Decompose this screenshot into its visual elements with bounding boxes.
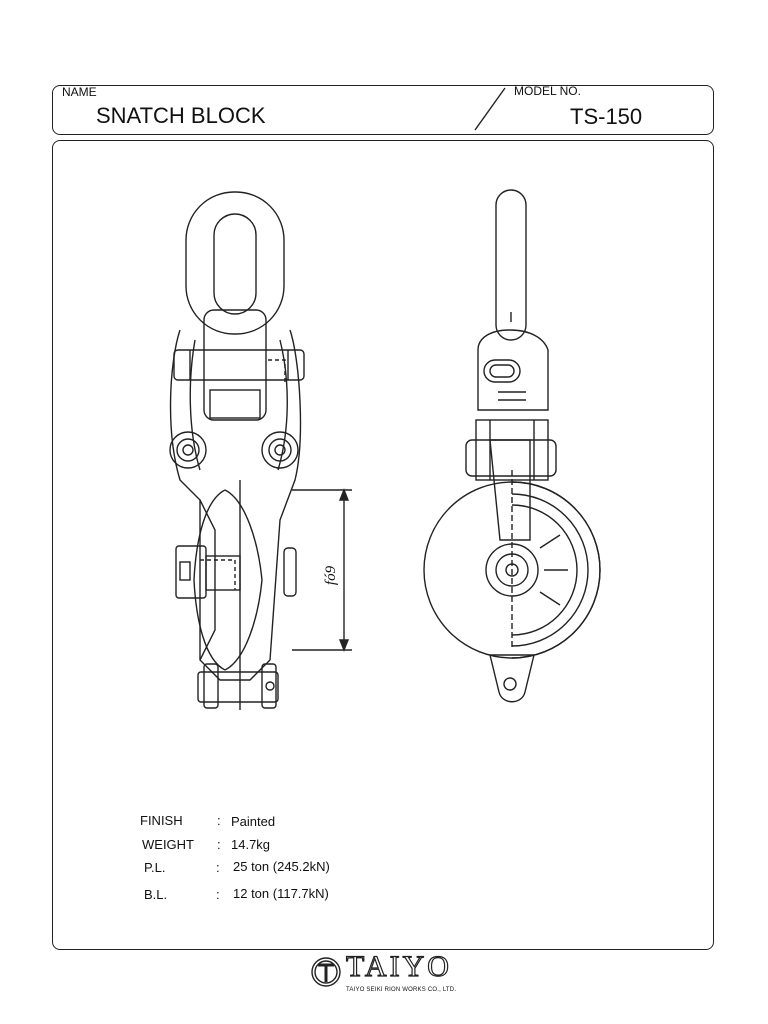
front-bolt-left — [169, 431, 207, 469]
taiyo-logo — [311, 957, 341, 987]
side-view — [423, 189, 601, 703]
spec-sep: : — [217, 837, 221, 852]
spec-key: WEIGHT — [142, 837, 194, 852]
title-divider-line — [474, 87, 506, 131]
spec-sep: : — [216, 860, 220, 875]
spec-sep: : — [216, 887, 220, 902]
product-name: SNATCH BLOCK — [96, 103, 266, 128]
spec-value: Painted — [231, 814, 276, 829]
sheave-diameter-label: fó9 — [323, 565, 340, 586]
model-label: MODEL NO. — [514, 84, 581, 98]
title-block — [52, 85, 714, 135]
model-number: TS-150 — [570, 104, 643, 129]
front-bolt-right — [261, 431, 299, 469]
spec-key: FINISH — [140, 813, 183, 828]
company-name: TAIYO SEIKI RION WORKS CO., LTD. — [346, 987, 457, 993]
spec-sep: : — [217, 813, 221, 828]
side-slot — [483, 359, 521, 383]
spec-value: 12 ton (117.7kN) — [233, 886, 329, 901]
drawing-frame — [52, 140, 714, 950]
logo-wordmark: TAIYO — [345, 950, 452, 983]
front-eye-inner — [213, 213, 257, 315]
spec-key: P.L. — [144, 860, 166, 875]
spec-value: 14.7kg — [231, 837, 271, 852]
side-shackle — [495, 189, 527, 341]
spec-value: 25 ton (245.2kN) — [233, 859, 330, 874]
front-view — [169, 191, 352, 710]
name-label: NAME — [62, 85, 97, 99]
front-eye-outer — [185, 191, 285, 335]
spec-key: B.L. — [144, 887, 168, 902]
